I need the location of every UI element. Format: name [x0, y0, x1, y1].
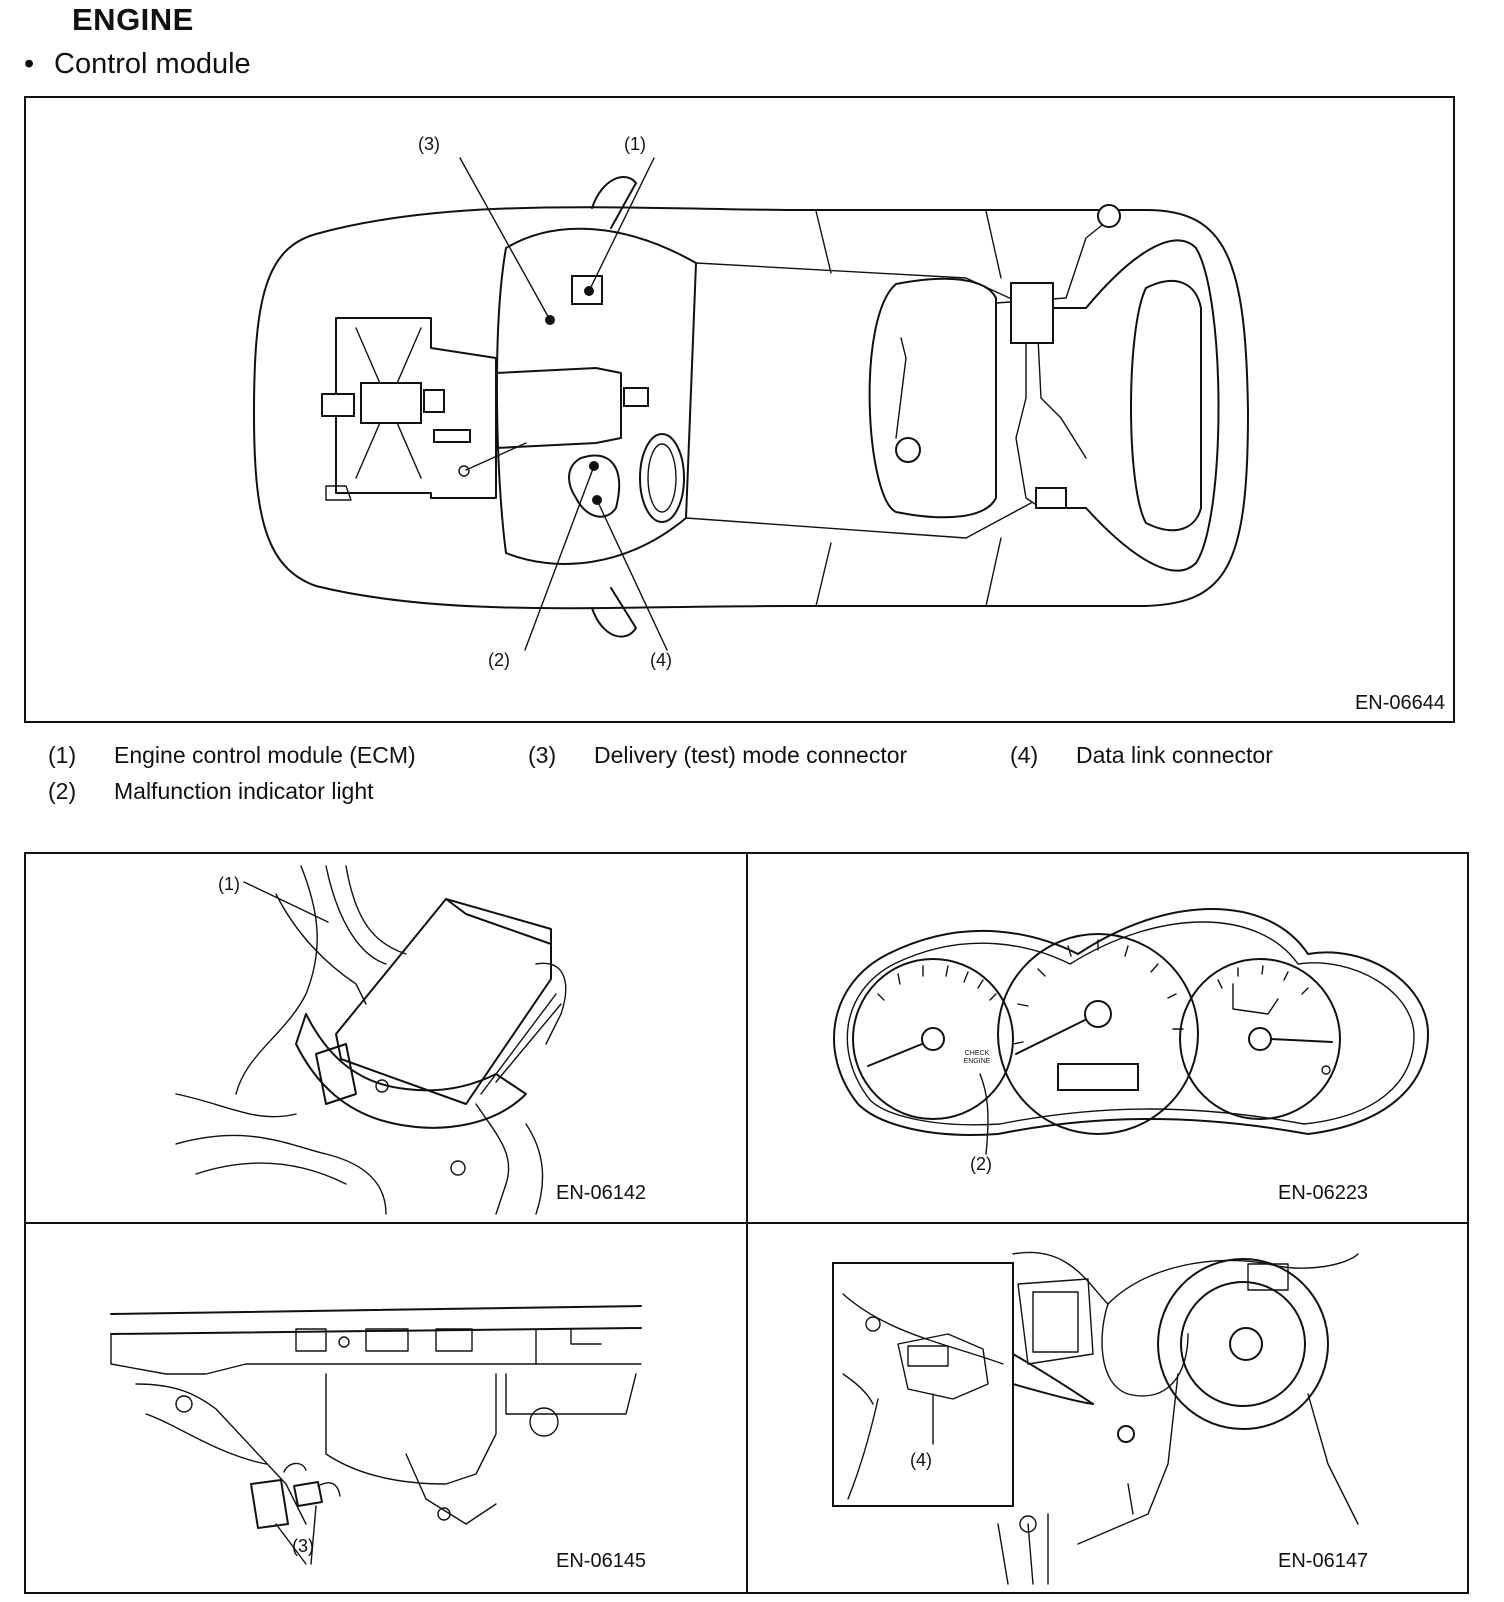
delivery-callout: (3)	[292, 1536, 314, 1556]
panel-data-link-connector: (4) EN-06147	[748, 1224, 1467, 1592]
legend-num-4: (4)	[1010, 742, 1039, 768]
panel-grid: (1) EN-06142 CHECK ENGINE (2) EN-06223	[24, 852, 1469, 1594]
main-callout-2: (2)	[488, 650, 510, 670]
data-link-connector-drawing	[832, 1251, 1359, 1585]
grid-divider-horizontal	[26, 1222, 1467, 1224]
gauge-cluster-drawing	[833, 908, 1429, 1155]
subsection-title: Control module	[54, 48, 251, 80]
section-title: ENGINE	[72, 2, 194, 37]
legend-text-1: Engine control module (ECM)	[114, 742, 416, 768]
gauge-figure-code: EN-06223	[1278, 1182, 1369, 1204]
main-callout-1: (1)	[624, 134, 646, 154]
subsection-heading: • Control module	[24, 48, 251, 81]
panel-delivery-connector: (3) EN-06145	[26, 1224, 746, 1592]
main-callout-3: (3)	[418, 134, 440, 154]
main-figure-code: EN-06644	[1354, 692, 1445, 714]
legend-text-3: Delivery (test) mode connector	[594, 742, 908, 768]
legend: (1) Engine control module (ECM) (2) Malf…	[0, 742, 1504, 812]
ecm-drawing	[175, 865, 567, 1215]
legend-num-2: (2)	[48, 778, 77, 804]
panel-gauge-cluster: CHECK ENGINE (2) EN-06223	[748, 854, 1467, 1222]
bullet-dot: •	[24, 48, 35, 80]
car-top-view-drawing	[253, 157, 1249, 651]
main-figure: (3) (1) (2) (4) EN-06644	[24, 96, 1455, 723]
legend-text-2: Malfunction indicator light	[114, 778, 374, 804]
legend-num-1: (1)	[48, 742, 77, 768]
data-link-callout: (4)	[910, 1450, 932, 1470]
gauge-callout: (2)	[970, 1154, 992, 1174]
main-callout-4: (4)	[650, 650, 672, 670]
legend-text-4: Data link connector	[1076, 742, 1273, 768]
check-engine-lamp: CHECK ENGINE	[963, 1050, 991, 1065]
ecm-callout: (1)	[218, 874, 240, 894]
ecm-figure-code: EN-06142	[556, 1182, 647, 1204]
panel-ecm: (1) EN-06142	[26, 854, 746, 1222]
data-link-figure-code: EN-06147	[1278, 1550, 1369, 1572]
legend-num-3: (3)	[528, 742, 557, 768]
delivery-figure-code: EN-06145	[556, 1550, 647, 1572]
delivery-connector-drawing	[110, 1305, 642, 1565]
